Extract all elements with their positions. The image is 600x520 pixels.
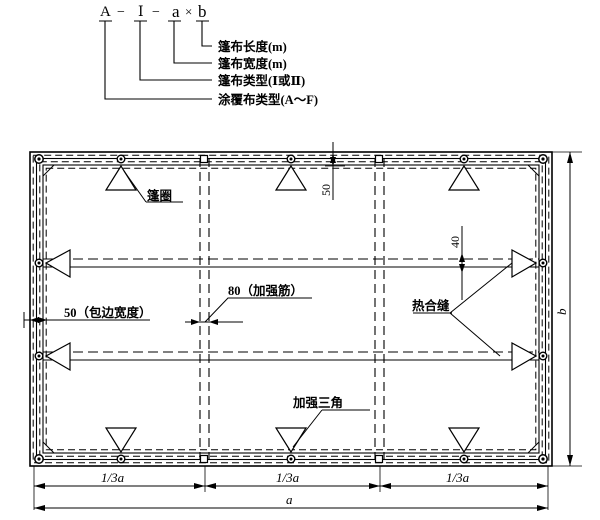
code-part-a: a	[172, 2, 180, 21]
grommet-leader	[123, 170, 183, 203]
dim-top-edge: 50	[319, 184, 333, 196]
grommet-set	[34, 154, 548, 464]
callout-label-tarp-type: 篷布类型(Ⅰ或Ⅱ)	[218, 73, 305, 88]
grommet	[34, 351, 44, 361]
grommet	[286, 154, 296, 164]
dim-seam-offset: 40	[448, 236, 462, 248]
reinforcement-triangle	[511, 341, 538, 372]
grommet	[538, 258, 548, 268]
dim-height-overall: b	[554, 308, 569, 315]
code-dash-1: −	[117, 5, 125, 20]
grommet	[459, 454, 469, 464]
grommet	[459, 154, 469, 164]
code-part-A: A	[100, 4, 111, 20]
callout-label-length: 篷布长度(m)	[218, 39, 287, 54]
reinforcement-triangle	[44, 248, 71, 279]
dim-third-2: 1/3a	[276, 470, 300, 485]
grommet	[286, 454, 296, 464]
reinforcement-triangle	[274, 427, 308, 454]
reinforcement-triangle	[274, 164, 308, 191]
dim-third-3: 1/3a	[446, 470, 470, 485]
code-dash-2: −	[152, 5, 160, 20]
label-heat-seam: 热合缝	[412, 298, 450, 313]
grommet	[538, 154, 548, 164]
label-reinforce-triangle: 加强三角	[292, 395, 343, 410]
seam-offset-dimension	[459, 226, 465, 300]
tarp-outer-edge	[29, 151, 553, 467]
dim-width-overall: a	[286, 492, 293, 507]
reinforcement-triangle	[104, 427, 138, 454]
top-hem-dimension	[325, 142, 345, 200]
callout-label-width: 篷布宽度(m)	[218, 56, 287, 71]
reinforcement-triangle	[44, 341, 71, 372]
reinforcement-triangle	[447, 164, 481, 191]
designation-block: A − Ⅰ − a × b 篷布长度(m) 篷布宽度(m) 篷布类型(Ⅰ或Ⅱ) …	[99, 2, 318, 107]
label-rib: 80（加强筋）	[228, 283, 303, 298]
label-grommet: 篷圈	[147, 188, 172, 203]
reinforce-triangle-leader	[292, 409, 370, 448]
grommet	[116, 154, 126, 164]
height-dimension-b	[552, 151, 582, 467]
grommet	[34, 154, 44, 164]
code-part-b: b	[198, 2, 207, 21]
rib-anchor-markers	[199, 154, 384, 464]
reinforcement-triangle	[447, 427, 481, 454]
corner-fold-lines	[42, 164, 540, 454]
grommet	[34, 258, 44, 268]
reinforcement-triangle	[104, 164, 138, 191]
heat-seam-leader	[413, 262, 513, 357]
reinforcement-triangle	[511, 248, 538, 279]
width-dimension-chain	[33, 466, 549, 511]
vertical-reinforcement-ribs	[199, 158, 385, 460]
label-hem-width: 50（包边宽度）	[64, 305, 152, 320]
callout-label-fabric-type: 涂覆布类型(A～F)	[218, 92, 318, 107]
code-times: ×	[185, 4, 192, 19]
grommet	[538, 351, 548, 361]
code-part-type: Ⅰ	[138, 5, 144, 20]
grommet	[34, 454, 44, 464]
grommet	[538, 454, 548, 464]
hem-width-dimension	[23, 312, 150, 328]
designation-leader-lines	[104, 21, 212, 100]
dim-third-1: 1/3a	[101, 470, 125, 485]
grommet	[116, 454, 126, 464]
horizontal-heat-seams	[43, 258, 539, 361]
annotation-layer: 篷圈 50（包边宽度） 80（加强筋） 热合缝	[23, 142, 582, 511]
rib-width-dimension	[185, 297, 312, 325]
